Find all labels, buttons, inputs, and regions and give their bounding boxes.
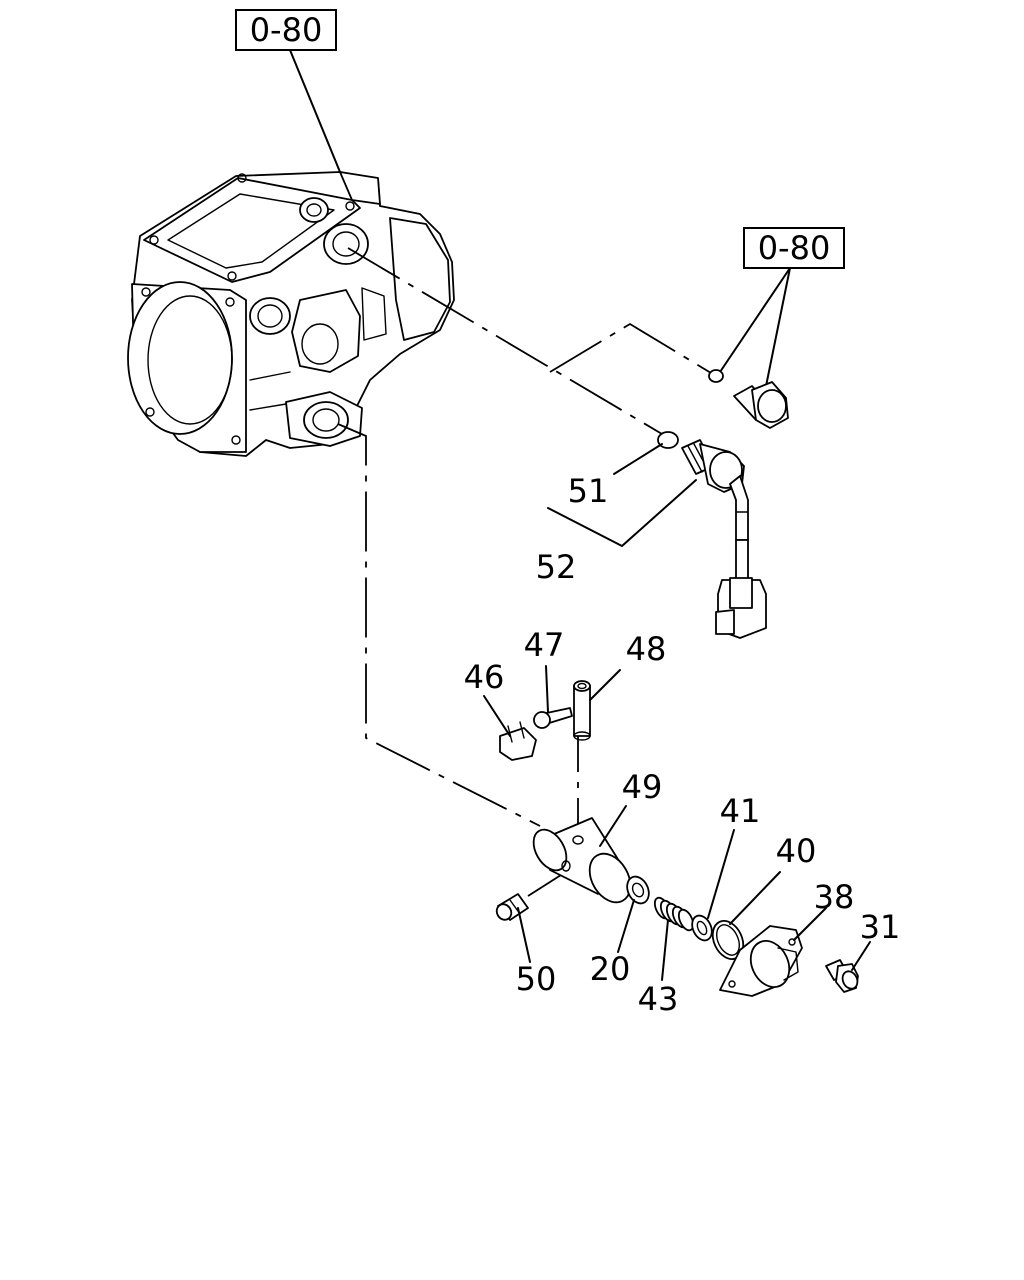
pin-50 [495, 893, 529, 921]
callout-41[interactable]: 41 [720, 792, 761, 830]
callout-40[interactable]: 40 [776, 832, 817, 870]
assembly-line-sleeve [337, 423, 541, 827]
callout-leaders [483, 443, 871, 981]
callout-38[interactable]: 38 [814, 878, 855, 916]
reference-box-top[interactable]: 0-80 [235, 9, 337, 51]
reference-box-right[interactable]: 0-80 [743, 227, 845, 269]
callout-51[interactable]: 51 [568, 472, 609, 510]
pump-housing [127, 171, 455, 457]
assembly-line-plug [549, 322, 717, 377]
plug-bolt [733, 381, 789, 429]
callout-46[interactable]: 46 [464, 658, 505, 696]
leader-ref-top [289, 49, 341, 173]
pin-48 [573, 680, 591, 741]
spring-43 [653, 896, 695, 932]
reference-label-right: 0-80 [758, 229, 831, 267]
leader-ref-right-b [763, 267, 791, 397]
callout-49[interactable]: 49 [622, 768, 663, 806]
screw-47 [533, 707, 573, 729]
bolt-31 [825, 959, 859, 993]
leader-ref-right-a [719, 267, 791, 373]
washer-20 [626, 875, 650, 905]
sleeve-49 [532, 817, 632, 904]
callout-43[interactable]: 43 [638, 980, 679, 1018]
callout-48[interactable]: 48 [626, 630, 667, 668]
reference-label-top: 0-80 [250, 11, 323, 49]
washer-41 [691, 914, 713, 942]
callout-52[interactable]: 52 [536, 548, 577, 586]
callout-50[interactable]: 50 [516, 960, 557, 998]
callout-20[interactable]: 20 [590, 950, 631, 988]
cover-38 [719, 925, 803, 997]
sensor-52 [681, 439, 767, 639]
assembly-line-sensor [347, 247, 663, 435]
plug-washer [708, 369, 724, 383]
callout-31[interactable]: 31 [860, 908, 901, 946]
callout-47[interactable]: 47 [524, 626, 565, 664]
